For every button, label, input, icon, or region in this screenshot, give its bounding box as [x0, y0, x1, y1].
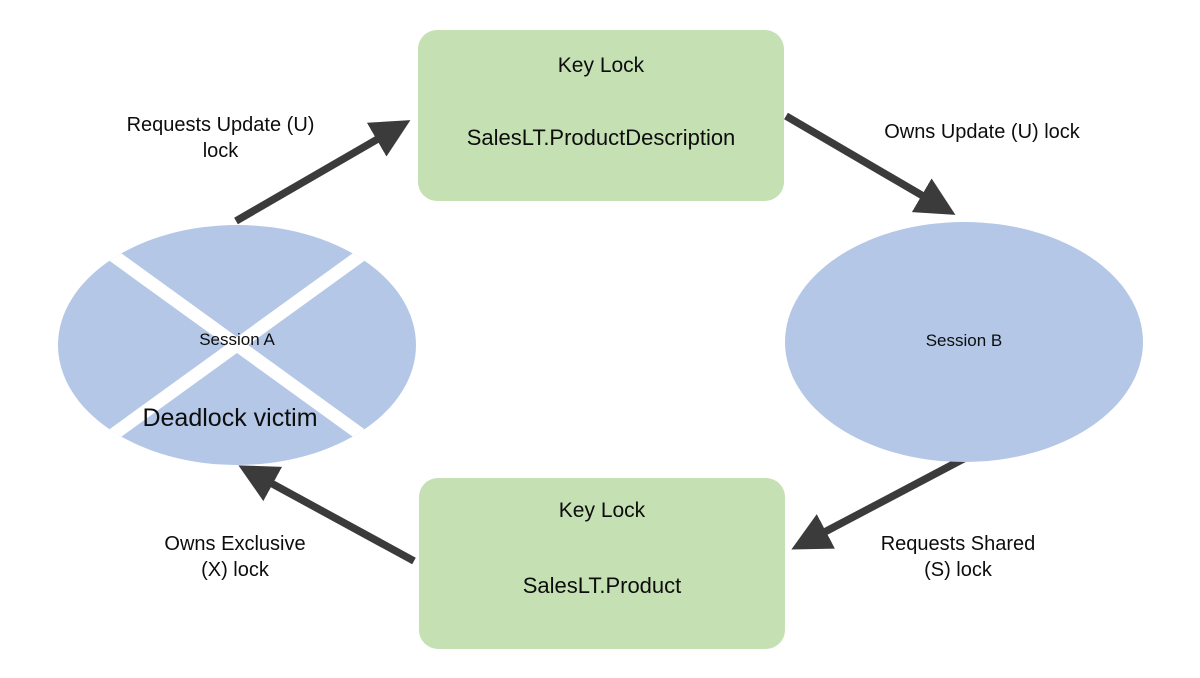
keylock-node-product[interactable]: Key Lock SalesLT.Product — [419, 478, 785, 649]
keylock-title: Key Lock — [557, 54, 645, 77]
session-b-label: Session B — [925, 331, 1003, 350]
edge-label-owns-update: Owns Update (U) lock — [884, 121, 1080, 143]
edge-b-requests-shared-arrow — [791, 453, 969, 550]
edge-label-requests-shared: Requests Shared (S) lock — [880, 533, 1036, 581]
keylock-node-product-description[interactable]: Key Lock SalesLT.ProductDescription — [418, 30, 784, 201]
keylock-resource-name: SalesLT.ProductDescription — [466, 125, 736, 150]
deadlock-victim-label: Deadlock victim — [142, 404, 318, 432]
edge-label-requests-update: Requests Update (U) lock — [126, 114, 315, 162]
edge-a-owns-exclusive-arrow — [238, 465, 416, 565]
session-a-label: Session A — [199, 330, 275, 349]
edge-label-owns-exclusive: Owns Exclusive (X) lock — [164, 533, 306, 581]
keylock-title: Key Lock — [558, 499, 646, 522]
edge-b-owns-update-arrow — [784, 112, 956, 215]
edge-a-requests-update-arrow — [234, 120, 411, 225]
session-node-a[interactable]: Session A Deadlock victim — [58, 225, 416, 465]
keylock-resource-name: SalesLT.Product — [522, 573, 682, 598]
session-node-b[interactable]: Session B — [785, 222, 1143, 462]
deadlock-cross-icon — [92, 237, 382, 453]
